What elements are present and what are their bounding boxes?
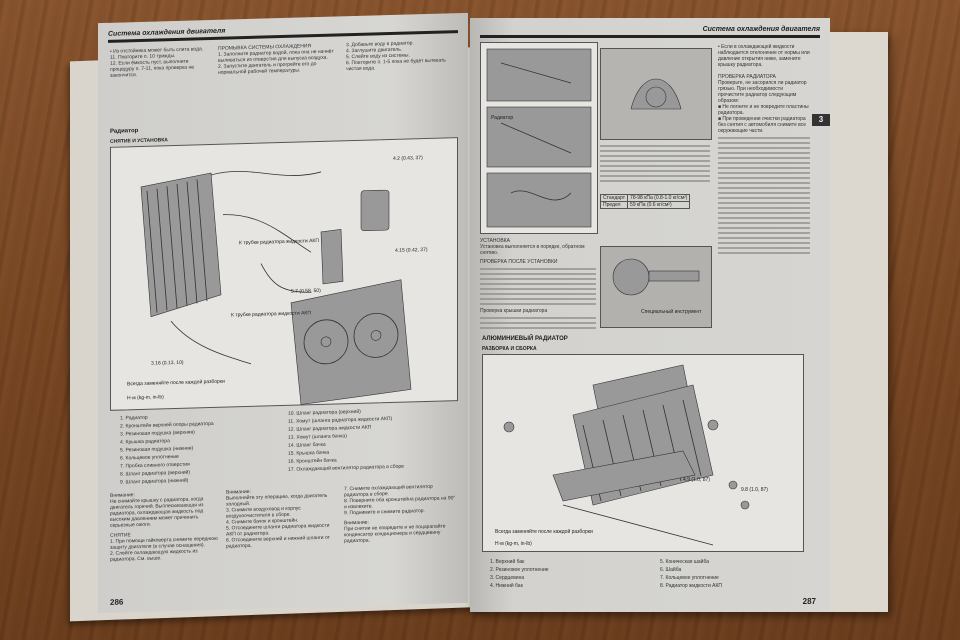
chapter-tab: 3 (812, 114, 830, 126)
right-page-header: Система охлаждения двигателя (480, 26, 820, 38)
radiator-core (140, 172, 222, 318)
note-atf-a: К трубке радиатора жидкости АКП (239, 238, 319, 246)
table-row: Предел 59 кПа (0.6 кг/см²) (599, 201, 691, 209)
torque-label-mid: 4.15 (0.42, 37) (395, 247, 428, 254)
cap-pressure-table: Стандарт 78-98 кПа (0.8-1.0 кг/см²) Пред… (599, 194, 691, 209)
alu-legend-col2: 5. Коническая шайба 6. Шайба 7. Кольцево… (660, 559, 722, 589)
right-page: Система охлаждения двигателя 3 Радиатор (470, 18, 830, 612)
open-book: Система охлаждения двигателя • Из отстой… (70, 6, 890, 622)
note-atf-b: К трубке радиатора жидкости АКП (231, 310, 311, 318)
radiator-exploded-diagram: 4.2 (0.43, 37) 4.15 (0.42, 37) 5.7 (0.58… (110, 137, 458, 411)
cap-tester-photo: Специальный инструмент (600, 246, 712, 328)
legend-replace: Всегда заменяйте после каждой разборки (127, 378, 225, 388)
left-page-number: 286 (110, 597, 124, 607)
label-radiator: Радиатор (491, 115, 513, 121)
torque-label-left: 5.7 (0.58, 50) (291, 288, 321, 295)
label-special-tool: Специальный инструмент (641, 308, 702, 315)
lower-hose (170, 320, 252, 365)
reservoir-tank (360, 189, 390, 232)
upper-hose (210, 171, 322, 176)
atf-cooler-line (562, 504, 714, 546)
radiator-bracket (320, 229, 344, 285)
flush-section: ПРОМЫВКА СИСТЕМЫ ОХЛАЖДЕНИЯ 1. Заполните… (218, 43, 334, 76)
steps-block-right: 7. Снимите охлаждающий вентилятор радиат… (344, 483, 456, 545)
install-section: УСТАНОВКА Установка выполняется в порядк… (480, 238, 596, 332)
right-page-number: 287 (802, 597, 816, 606)
parts-legend-col2: 10. Шланг радиатора (верхний) 11. Хомут … (288, 408, 404, 473)
subsection-removal-install: СНЯТИЕ И УСТАНОВКА (110, 137, 168, 145)
cap-photo (600, 48, 712, 140)
torque-label-bottom: 3.16 (0.13, 10) (151, 360, 184, 367)
flush-section-continued: 3. Добавьте воду в радиатор. 4. Заглушит… (346, 40, 446, 73)
caution-block: Внимание: Выполняйте эту операцию, когда… (226, 488, 330, 550)
hose-mid (222, 214, 312, 253)
alu-radiator-title: АЛЮМИНИЕВЫЙ РАДИАТОР (482, 336, 568, 342)
right-column-text: • Если в охлаждающей жидкости наблюдаетс… (718, 44, 810, 257)
torque-label-top: 4.2 (0.43, 37) (393, 155, 423, 162)
intro-text: • Из отстойника может быть слита вода. 1… (110, 46, 204, 79)
alu-legend-torque: Н·м (kg-m, in-lb) (495, 541, 532, 547)
alu-legend-replace: Всегда заменяйте после каждой разборки (495, 528, 593, 535)
parts-legend-col1: 1. Радиатор 2. Кронштейн верхней опоры р… (120, 414, 214, 486)
fan-shroud (290, 279, 412, 405)
warning-block: Внимание: Не снимайте крышку с радиатора… (110, 492, 218, 563)
alu-radiator-subtitle: РАЗБОРКА И СБОРКА (482, 346, 537, 352)
table-row: Стандарт 78-98 кПа (0.8-1.0 кг/см²) (599, 194, 691, 202)
alu-legend-col1: 1. Верхний бак 2. Резиновое уплотнение 3… (490, 559, 549, 589)
alu-torque-a: 4.9 (1.0, 87) (683, 477, 710, 483)
radiator-diagram-svg: 4.2 (0.43, 37) 4.15 (0.42, 37) 5.7 (0.58… (127, 155, 428, 405)
left-page: Система охлаждения двигателя • Из отстой… (98, 12, 468, 614)
legend-torque: Н·м (kg-m, in-lb) (127, 394, 164, 401)
alu-radiator-diagram: 4.9 (1.0, 87) 9.8 (1.0, 87) Всегда замен… (482, 354, 804, 552)
lower-tank (552, 450, 696, 502)
section-title-radiator: Радиатор (110, 128, 139, 135)
alu-torque-b: 9.8 (1.0, 87) (741, 487, 768, 493)
radiator-photos-svg: Радиатор (486, 48, 592, 228)
cap-check-text (600, 142, 710, 185)
radiator-photo-column: Радиатор (480, 42, 598, 234)
atf-hose (260, 263, 312, 293)
